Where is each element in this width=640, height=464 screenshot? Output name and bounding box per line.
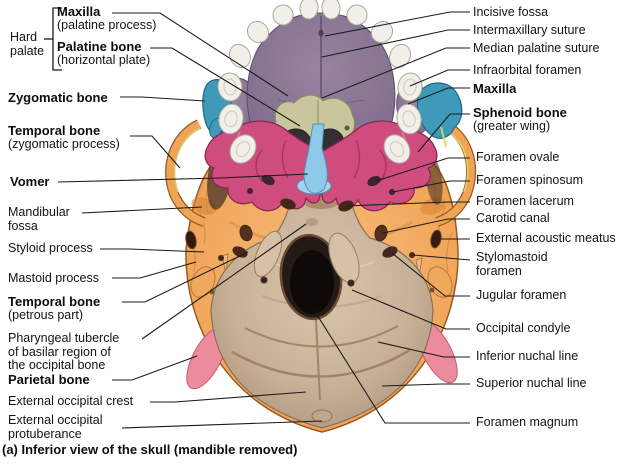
vomer-region [296,123,332,195]
label-temporal-bone-zygomatic: Temporal bone (zygomatic process) [8,123,120,151]
label-zygomatic-bone: Zygomatic bone [8,90,108,105]
label-vomer: Vomer [10,174,50,189]
label-pharyngeal-tubercle: Pharyngeal tubercle of basilar region of… [8,331,120,372]
label-superior-nuchal-line: Superior nuchal line [476,376,587,390]
label-sphenoid-bone: Sphenoid bone (greater wing) [473,105,567,133]
label-external-occipital-crest: External occipital crest [8,394,134,408]
label-maxilla-right: Maxilla [473,81,517,96]
label-foramen-ovale: Foramen ovale [476,150,560,164]
label-temporal-bone-petrous: Temporal bone (petrous part) [8,294,101,322]
label-mastoid-process: Mastoid process [8,271,100,285]
label-inferior-nuchal-line: Inferior nuchal line [476,349,579,363]
label-infraorbital-foramen: Infraorbital foramen [473,63,582,77]
figure-caption: (a) Inferior view of the skull (mandible… [2,442,298,457]
label-parietal-bone: Parietal bone [8,372,90,387]
label-jugular-foramen: Jugular foramen [476,288,567,302]
zygomatic-arch-left [165,119,206,227]
label-foramen-lacerum: Foramen lacerum [476,194,574,208]
foramina-openings [185,174,442,261]
label-styloid-process: Styloid process [8,241,93,255]
hard-palate-bracket [44,7,62,71]
foramen-magnum-region [253,230,360,321]
label-foramen-magnum: Foramen magnum [476,415,579,429]
label-external-acoustic-meatus: External acoustic meatus [476,231,616,245]
label-median-palatine-suture: Median palatine suture [473,41,600,55]
label-palatine-bone: Palatine bone (horizontal plate) [57,39,151,67]
leader-lines [57,11,471,429]
label-foramen-spinosum: Foramen spinosum [476,173,583,187]
label-carotid-canal: Carotid canal [476,211,550,225]
label-maxilla-palatine-process: Maxilla (palatine process) [57,4,157,32]
label-incisive-fossa: Incisive fossa [473,5,549,19]
label-intermaxillary-suture: Intermaxillary suture [473,23,586,37]
label-occipital-condyle: Occipital condyle [476,321,571,335]
